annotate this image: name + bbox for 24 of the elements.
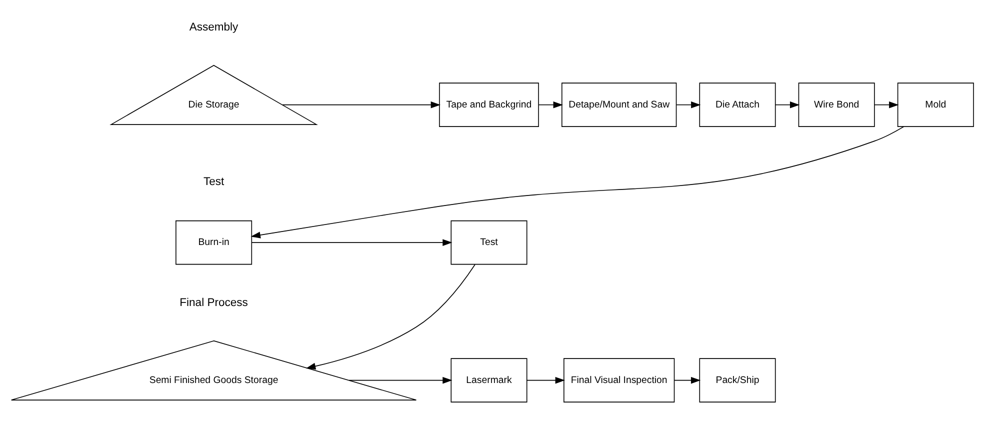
arrow — [282, 101, 440, 108]
node-box: Die Attach — [699, 82, 776, 127]
label: Test — [203, 176, 224, 188]
node-box: Detape/Mount and Saw — [561, 82, 677, 127]
node-box: Pack/Ship — [699, 358, 776, 402]
arrow — [251, 239, 452, 246]
arrow — [538, 101, 563, 108]
arrow — [775, 101, 800, 108]
label: Final Process — [180, 296, 248, 309]
node-box: Test — [450, 220, 528, 265]
arrow — [250, 126, 904, 238]
node-box: Final Visual Inspection — [564, 358, 675, 402]
arrow — [306, 264, 476, 370]
node-box: Tape and Backgrind — [439, 82, 539, 127]
node-box: Lasermark — [450, 358, 528, 402]
arrow — [874, 101, 899, 108]
arrow — [526, 376, 565, 384]
arrow — [348, 376, 452, 384]
node-box: Mold — [897, 82, 974, 127]
node-box: Burn-in — [176, 220, 252, 265]
arrow — [674, 376, 701, 384]
label: Assembly — [189, 21, 238, 34]
node-box: Wire Bond — [798, 82, 875, 127]
arrow — [676, 101, 701, 108]
